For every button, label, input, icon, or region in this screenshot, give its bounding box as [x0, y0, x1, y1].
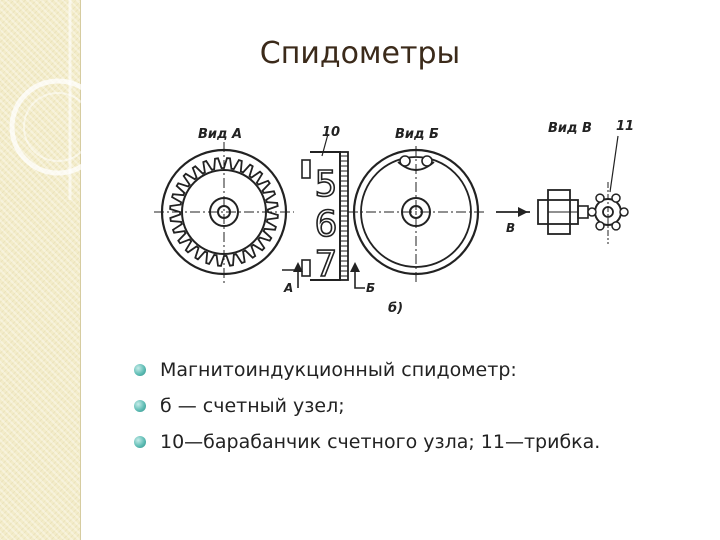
gear-wheel — [154, 142, 294, 284]
label-view-b: Вид Б — [395, 127, 439, 142]
figure-caption: б) — [388, 301, 403, 316]
label-arrow-v: В — [506, 221, 515, 235]
counter-disc — [348, 146, 486, 282]
bullet-list: Магнитоиндукционный спидометр: б — счетн… — [130, 352, 600, 460]
label-arrow-a: А — [283, 281, 293, 295]
slide-title: Спидометры — [259, 36, 461, 71]
bullet-text: Магнитоиндукционный спидометр: — [160, 359, 517, 381]
bullet-item: Магнитоиндукционный спидометр: — [130, 352, 600, 388]
label-number-10: 10 — [322, 125, 340, 140]
label-arrow-b: Б — [366, 281, 375, 295]
decorative-rings — [9, 0, 107, 200]
label-view-v: Вид В — [548, 121, 592, 136]
bullet-dot-icon — [134, 436, 146, 448]
bullet-text: б — счетный узел; — [160, 395, 345, 417]
counter-unit-diagram: Вид А Вид Б Вид В 10 11 5 6 7 А Б — [154, 119, 634, 316]
bullet-item: б — счетный узел; — [130, 388, 600, 424]
drum-digit: 7 — [315, 244, 338, 285]
pinion-assembly: В — [496, 135, 629, 244]
bullet-dot-icon — [134, 364, 146, 376]
decorative-sidebar — [0, 0, 81, 540]
section-arrows: А Б — [282, 262, 375, 295]
bullet-dot-icon — [134, 400, 146, 412]
drum-digit: 6 — [315, 204, 338, 245]
counter-drum: 5 6 7 — [301, 133, 349, 286]
label-view-a: Вид А — [198, 127, 242, 142]
bullet-item: 10—барабанчик счетного узла; 11—трибка. — [130, 424, 600, 460]
bullet-text: 10—барабанчик счетного узла; 11—трибка. — [160, 431, 601, 453]
label-number-11: 11 — [616, 119, 634, 134]
drum-digit: 5 — [315, 164, 338, 205]
